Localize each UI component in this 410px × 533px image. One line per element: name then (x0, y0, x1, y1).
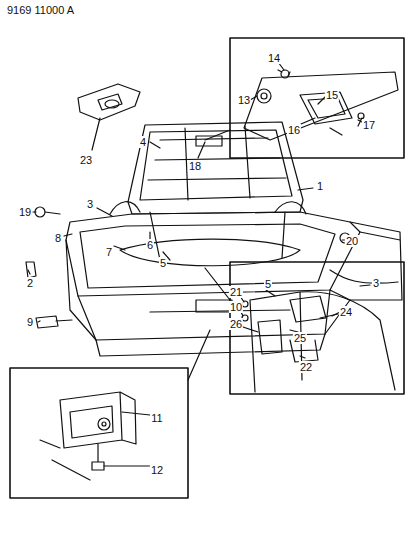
inset-pointer (188, 330, 210, 380)
callout-number: 4 (139, 136, 147, 148)
callout-number: 5 (159, 257, 167, 269)
callout-number: 23 (79, 154, 93, 166)
callout-number: 15 (325, 89, 339, 101)
callout-number: 11 (150, 412, 163, 424)
callout-number: 14 (267, 52, 281, 64)
inset-frame (230, 38, 404, 158)
callout-number: 26 (229, 318, 243, 330)
callout-number: 2 (26, 277, 34, 289)
callout-number: 12 (150, 464, 164, 476)
inset-frame (230, 262, 404, 394)
trunk-lid (128, 122, 303, 214)
callout-number: 5 (264, 278, 272, 290)
trunk-opening (66, 212, 360, 296)
callout-number: 21 (229, 286, 243, 298)
callout-number: 13 (237, 94, 251, 106)
callout-number: 10 (229, 301, 243, 313)
callout-number: 3 (372, 277, 380, 289)
inset-pointer (205, 268, 230, 300)
callout-number: 19 (18, 206, 32, 218)
diagram-code: 9169 11000 A (6, 4, 75, 16)
callout-number: 20 (345, 235, 359, 247)
callout-number: 25 (293, 332, 307, 344)
callout-number: 3 (86, 198, 94, 210)
callout-number: 16 (287, 124, 301, 136)
callout-number: 18 (188, 160, 202, 172)
callout-number: 8 (54, 232, 62, 244)
callout-number: 17 (362, 119, 376, 131)
callout-number: 1 (316, 180, 324, 192)
callout-number: 24 (339, 306, 353, 318)
callout-number: 7 (105, 246, 113, 258)
inset-frame (10, 368, 188, 498)
callout-number: 9 (26, 316, 34, 328)
callout-number: 22 (299, 361, 313, 373)
lid-bracket (78, 84, 140, 120)
callout-number: 6 (146, 239, 154, 251)
